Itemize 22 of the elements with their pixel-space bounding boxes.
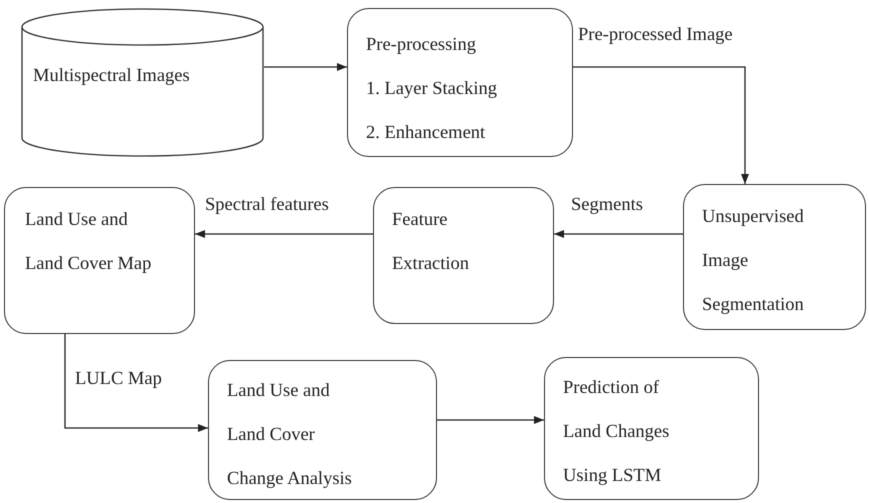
process-box bbox=[373, 187, 554, 324]
arrow bbox=[554, 230, 683, 238]
arrow bbox=[573, 66, 749, 184]
node-text: Unsupervised Image Segmentation bbox=[702, 206, 805, 317]
process-box bbox=[683, 184, 866, 330]
node-text: Prediction of Land Changes Using LSTM bbox=[563, 377, 670, 488]
process-box bbox=[347, 8, 573, 157]
node-text: 2. Enhancement bbox=[366, 122, 486, 145]
node-text: Land Use and Land Cover Map bbox=[25, 209, 152, 276]
arrow bbox=[195, 230, 373, 238]
arrow bbox=[64, 334, 208, 432]
process-box bbox=[4, 187, 195, 334]
node-text: Multispectral Images bbox=[33, 65, 191, 88]
node-text: 1. Layer Stacking bbox=[366, 78, 498, 101]
process-box bbox=[544, 357, 759, 500]
process-box bbox=[208, 360, 437, 500]
node-text: Feature Extraction bbox=[392, 209, 470, 276]
arrow bbox=[437, 416, 544, 424]
node-text: Pre-processing bbox=[366, 34, 477, 57]
data-cylinder bbox=[21, 8, 264, 157]
node-text: Land Use and Land Cover Change Analysis bbox=[227, 380, 353, 491]
arrow bbox=[264, 63, 347, 71]
